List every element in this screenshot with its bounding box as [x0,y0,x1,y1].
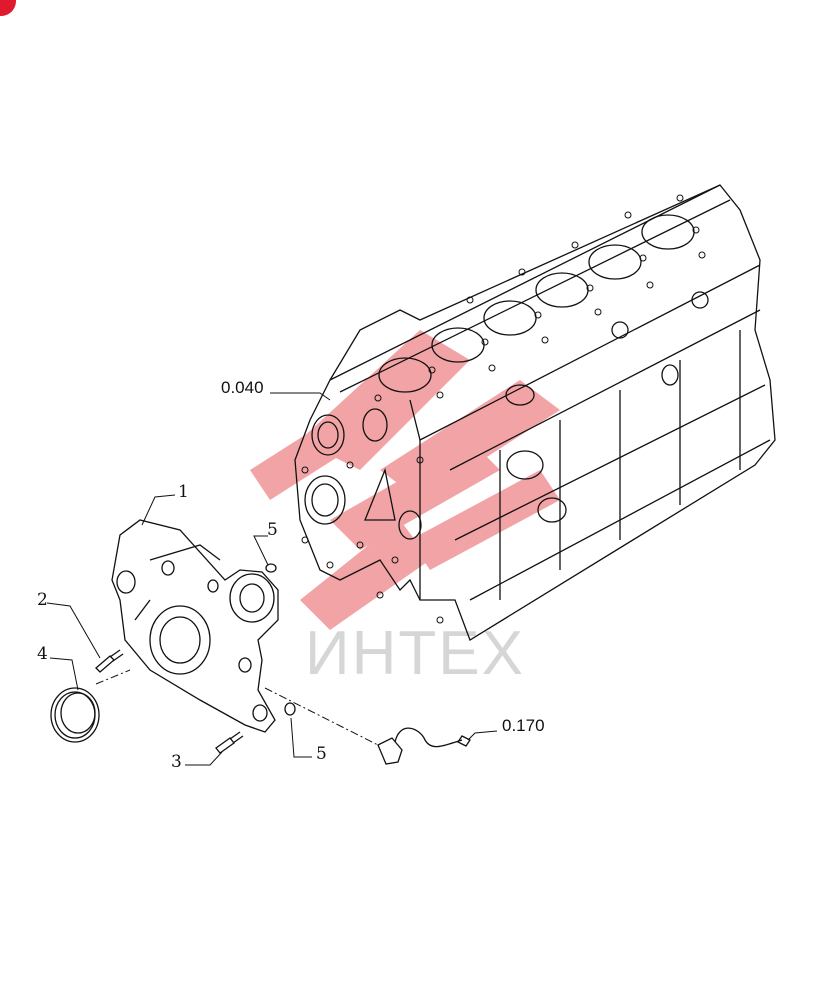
plug-5a [265,563,277,573]
callout-item-4: 4 [37,644,48,664]
callout-item-5a: 5 [267,520,278,540]
bolt-2 [95,649,124,673]
callout-sensor-ref: 0.170 [502,716,545,735]
timing-cover [111,519,279,733]
callout-item-3: 3 [171,752,182,772]
callout-item-2: 2 [37,590,48,610]
bolt-3 [215,731,244,754]
seal-ring [50,687,100,743]
callout-item-5b: 5 [316,744,327,764]
callout-item-1: 1 [178,482,189,502]
engine-block [294,184,776,641]
sensor-harness [377,727,471,765]
callout-block-ref: 0.040 [221,378,264,397]
plug-5b [284,702,296,716]
